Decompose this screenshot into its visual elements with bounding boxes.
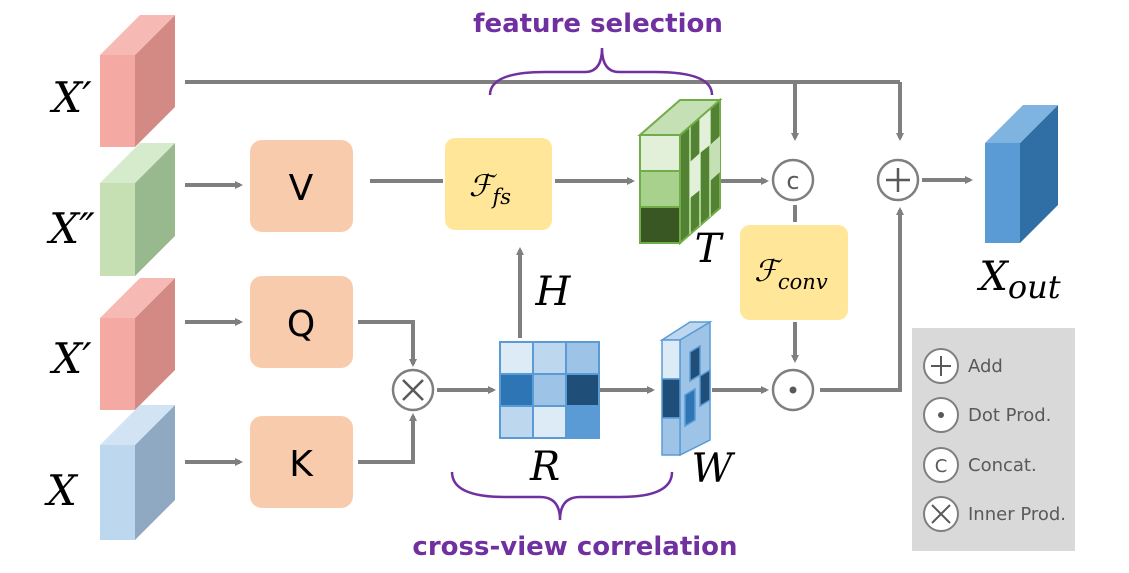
add-op <box>876 158 920 202</box>
label-h: H <box>535 269 572 315</box>
dot-op <box>771 368 815 412</box>
x-prime-mid-cube <box>100 278 175 410</box>
svg-text:V: V <box>289 168 314 209</box>
label-x-prime-top: X′ <box>49 73 92 122</box>
t-tensor <box>637 97 723 246</box>
f-fs-block: ℱfs <box>445 138 552 230</box>
cross-view-correlation-label: cross-view correlation <box>412 532 737 562</box>
feature-selection-brace <box>488 47 714 96</box>
svg-text:ℱconv: ℱconv <box>754 254 828 294</box>
svg-text:K: K <box>289 444 314 485</box>
legend: Add Dot Prod. C Concat. Inner Prod. <box>912 328 1075 551</box>
x-double-prime-cube <box>100 143 175 276</box>
label-x-double-prime: X″ <box>46 204 95 253</box>
legend-inner: Inner Prod. <box>923 496 1066 532</box>
w-tensor <box>659 320 713 457</box>
feature-selection-label: feature selection <box>473 9 723 39</box>
legend-dot: Dot Prod. <box>923 397 1051 433</box>
f-conv-block: ℱconv <box>740 225 848 320</box>
legend-concat-label: Concat. <box>968 455 1037 476</box>
k-block: K <box>250 416 353 508</box>
x-out-cube <box>985 105 1058 243</box>
label-r: R <box>529 444 560 490</box>
legend-add: Add <box>923 348 1003 384</box>
svg-text:C: C <box>935 456 948 477</box>
concat-op: c <box>771 158 815 202</box>
label-t: T <box>695 226 725 272</box>
legend-concat: C Concat. <box>923 447 1037 483</box>
r-matrix <box>499 341 600 439</box>
label-w: W <box>691 446 735 492</box>
q-block: Q <box>250 276 353 368</box>
svg-text:Q: Q <box>287 304 315 345</box>
legend-dot-label: Dot Prod. <box>968 405 1051 426</box>
svg-text:c: c <box>786 167 799 195</box>
connectors <box>185 80 973 466</box>
x-cube <box>100 405 175 540</box>
label-x-prime-mid: X′ <box>49 334 92 383</box>
label-x: X <box>44 466 79 515</box>
cross-view-correlation-brace <box>450 471 674 521</box>
legend-inner-label: Inner Prod. <box>968 504 1066 525</box>
label-x-out: Xout <box>976 254 1060 306</box>
inner-op <box>391 368 435 412</box>
v-block: V <box>250 140 353 232</box>
x-prime-top-cube <box>100 15 175 147</box>
legend-add-label: Add <box>968 356 1003 377</box>
